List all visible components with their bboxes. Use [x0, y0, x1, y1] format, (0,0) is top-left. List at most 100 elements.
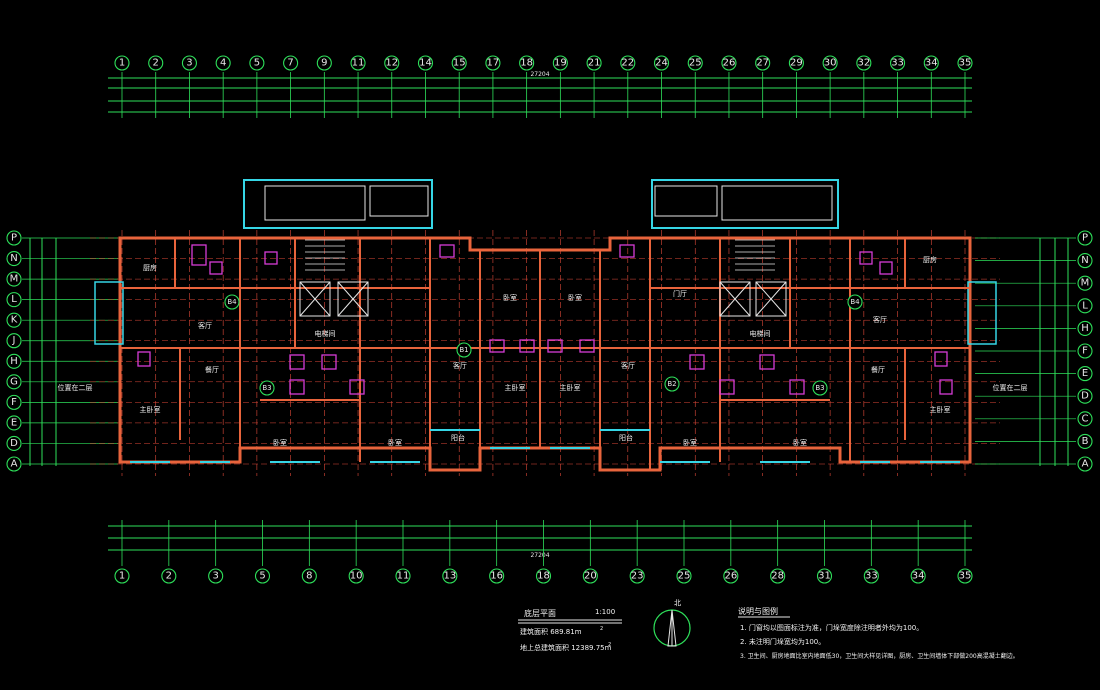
top-axis-label: 9	[321, 58, 327, 69]
top-axis-label: 24	[655, 58, 668, 69]
left-axis-bubble: J	[6, 333, 22, 349]
area-sup-2: 2	[608, 642, 611, 648]
bottom-axis-label: 23	[631, 571, 644, 582]
top-axis-bubble: 11	[350, 55, 366, 71]
top-axis-bubble: 25	[687, 55, 703, 71]
unit-b4-left: B4	[227, 298, 237, 306]
room-bedroom-4: 卧室	[793, 438, 807, 447]
bottom-axis-label: 26	[724, 571, 737, 582]
bottom-axis-bubble: 35	[957, 568, 973, 584]
room-living-mid-2: 客厅	[621, 361, 635, 370]
note-item-2: 2. 未注明门垛宽均为100。	[740, 637, 825, 646]
room-bedroom-mid-1: 卧室	[503, 293, 517, 302]
left-axis-label: J	[12, 335, 16, 346]
top-axis-bubble: 32	[856, 55, 872, 71]
bottom-axis-bubble: 23	[629, 568, 645, 584]
bottom-axis-bubble: 10	[348, 568, 364, 584]
top-axis-label: 17	[487, 58, 500, 69]
bottom-axis-label: 18	[537, 571, 550, 582]
left-axis-bubble: M	[6, 271, 22, 287]
notes-block: 说明与图例 1. 门窗均以图面标注为准，门垛宽度除注明者外均为100。 2. 未…	[738, 606, 1019, 660]
bottom-axis-bubble: 13	[442, 568, 458, 584]
bottom-axis-label: 3	[212, 571, 218, 582]
top-axis-bubble: 29	[788, 55, 804, 71]
room-bedroom-2: 卧室	[388, 438, 402, 447]
top-axis-bubble: 12	[384, 55, 400, 71]
top-axis-bubble: 24	[653, 55, 670, 71]
note-item-3: 3. 卫生间、厨房地面比室内地面低30，卫生间大样见详图，厨房、卫生间墙体下部做…	[740, 652, 1019, 660]
right-axis-label: M	[1081, 278, 1090, 289]
left-axis-label: H	[10, 356, 18, 367]
top-axis-bubble: 27	[755, 55, 771, 71]
top-axis-label: 25	[689, 58, 702, 69]
top-axis-label: 34	[925, 58, 938, 69]
top-axis-label: 30	[824, 58, 837, 69]
bottom-axis-bubble: 20	[582, 568, 598, 584]
top-axis-bubble: 35	[957, 55, 973, 71]
room-labels: 厨房 厨房 客厅 客厅 主卧室 主卧室 卧室 卧室 卧室 卧室 主卧室 主卧室 …	[58, 255, 1028, 447]
top-axis-label: 21	[588, 58, 601, 69]
room-bedroom-3: 卧室	[683, 438, 697, 447]
left-axis-label: F	[11, 397, 17, 408]
top-axis-label: 35	[959, 58, 972, 69]
room-bedroom-mid-2: 卧室	[568, 293, 582, 302]
room-living-mid-1: 客厅	[453, 361, 467, 370]
right-axis-label: E	[1082, 368, 1088, 379]
right-side-note: 位置在二层	[993, 383, 1028, 392]
top-total-dimension: 27204	[530, 71, 549, 78]
left-axis-bubble: A	[6, 456, 22, 472]
left-side-note: 位置在二层	[58, 383, 93, 392]
left-axis-label: A	[11, 459, 18, 470]
bottom-axis-label: 11	[397, 571, 410, 582]
top-axis-bubble: 21	[586, 55, 602, 71]
right-axis-bubble: L	[1077, 298, 1093, 314]
left-axis-bubble: K	[6, 312, 22, 328]
top-axis-label: 22	[621, 58, 634, 69]
room-balcony-2: 阳台	[619, 433, 633, 442]
top-axis-label: 2	[153, 58, 159, 69]
right-axis-bubble: M	[1077, 275, 1093, 291]
bottom-axis-bubble: 11	[395, 568, 411, 584]
top-axis-label: 11	[352, 58, 365, 69]
top-axis-label: 5	[254, 58, 260, 69]
left-axis-label: E	[11, 417, 17, 428]
right-axis-label: N	[1081, 255, 1088, 266]
bottom-axis-label: 33	[865, 571, 878, 582]
top-axis-label: 12	[385, 58, 398, 69]
top-axis-label: 14	[419, 58, 432, 69]
bottom-axis-bubble: 2	[161, 568, 177, 584]
plan-scale: 1:100	[595, 608, 615, 616]
top-axis-label: 33	[891, 58, 904, 69]
right-axis-bubble: B	[1077, 433, 1093, 449]
top-axis-bubble: 5	[249, 55, 265, 71]
right-axis-label: D	[1081, 391, 1089, 402]
unit-b1: B1	[459, 346, 468, 354]
top-axis-label: 29	[790, 58, 803, 69]
right-axis-bubble: P	[1077, 230, 1093, 246]
bottom-axis-bubble: 25	[676, 568, 692, 584]
bottom-axis-label: 28	[771, 571, 784, 582]
top-axis-bubble: 34	[923, 55, 939, 71]
plan-area-line1: 建筑面积 689.81m	[520, 627, 582, 636]
right-axis-label: C	[1082, 413, 1089, 424]
room-bedroom-1: 卧室	[273, 438, 287, 447]
bottom-axis-bubble: 33	[863, 568, 879, 584]
north-label: 北	[674, 599, 681, 607]
room-master-mid-1: 主卧室	[505, 383, 526, 392]
bottom-axis-bubble: 16	[489, 568, 505, 584]
right-axis-bubble: F	[1077, 343, 1093, 359]
room-study-left: 餐厅	[205, 365, 219, 374]
note-item-1: 1. 门窗均以图面标注为准，门垛宽度除注明者外均为100。	[740, 623, 923, 632]
room-balcony-1: 阳台	[451, 433, 465, 442]
top-axis-label: 1	[119, 58, 125, 69]
top-axis-label: 18	[520, 58, 533, 69]
room-master-mid-2: 主卧室	[560, 383, 581, 392]
left-axis-label: M	[10, 274, 19, 285]
top-axis-label: 3	[186, 58, 192, 69]
right-axis-label: B	[1082, 436, 1089, 447]
left-axis-bubble: N	[6, 250, 22, 267]
top-axis-label: 32	[857, 58, 870, 69]
bottom-axis-label: 34	[912, 571, 925, 582]
left-axis-label: L	[11, 294, 17, 305]
top-axis-bubble: 4	[215, 55, 231, 71]
